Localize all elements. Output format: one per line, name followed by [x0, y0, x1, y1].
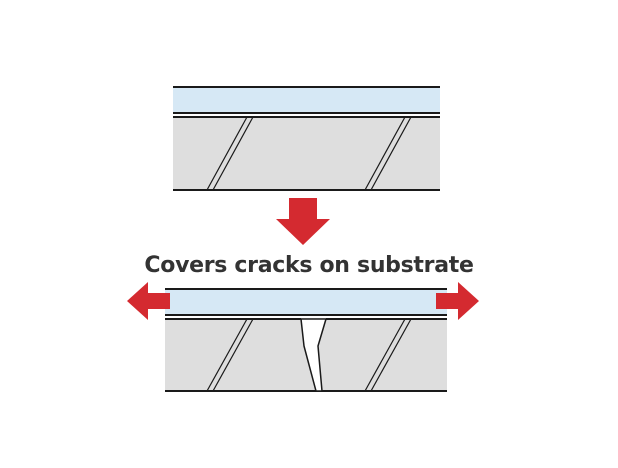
- intact-hatch-marks: [206, 116, 412, 191]
- hatch-line: [206, 116, 248, 191]
- stretched-coating-layer: [165, 290, 447, 315]
- intact-substrate-layer: [173, 116, 440, 190]
- hatch-line: [370, 318, 412, 392]
- hatch-line: [364, 116, 406, 191]
- hatch-line: [212, 116, 254, 191]
- substrate-crack: [300, 318, 327, 392]
- cracked-hatch-marks: [206, 318, 412, 392]
- intact-coating-layer: [173, 88, 440, 113]
- diagram-caption: Covers cracks on substrate: [144, 253, 474, 278]
- hatch-line: [370, 116, 412, 191]
- cracked-panel: [165, 288, 447, 392]
- red-left-arrow-icon: [127, 282, 170, 320]
- red-down-arrow-icon: [276, 198, 330, 245]
- hatch-line: [364, 318, 406, 392]
- hatch-line: [206, 318, 248, 392]
- intact-panel: [173, 86, 440, 191]
- hatch-line: [212, 318, 254, 392]
- red-right-arrow-icon: [436, 282, 479, 320]
